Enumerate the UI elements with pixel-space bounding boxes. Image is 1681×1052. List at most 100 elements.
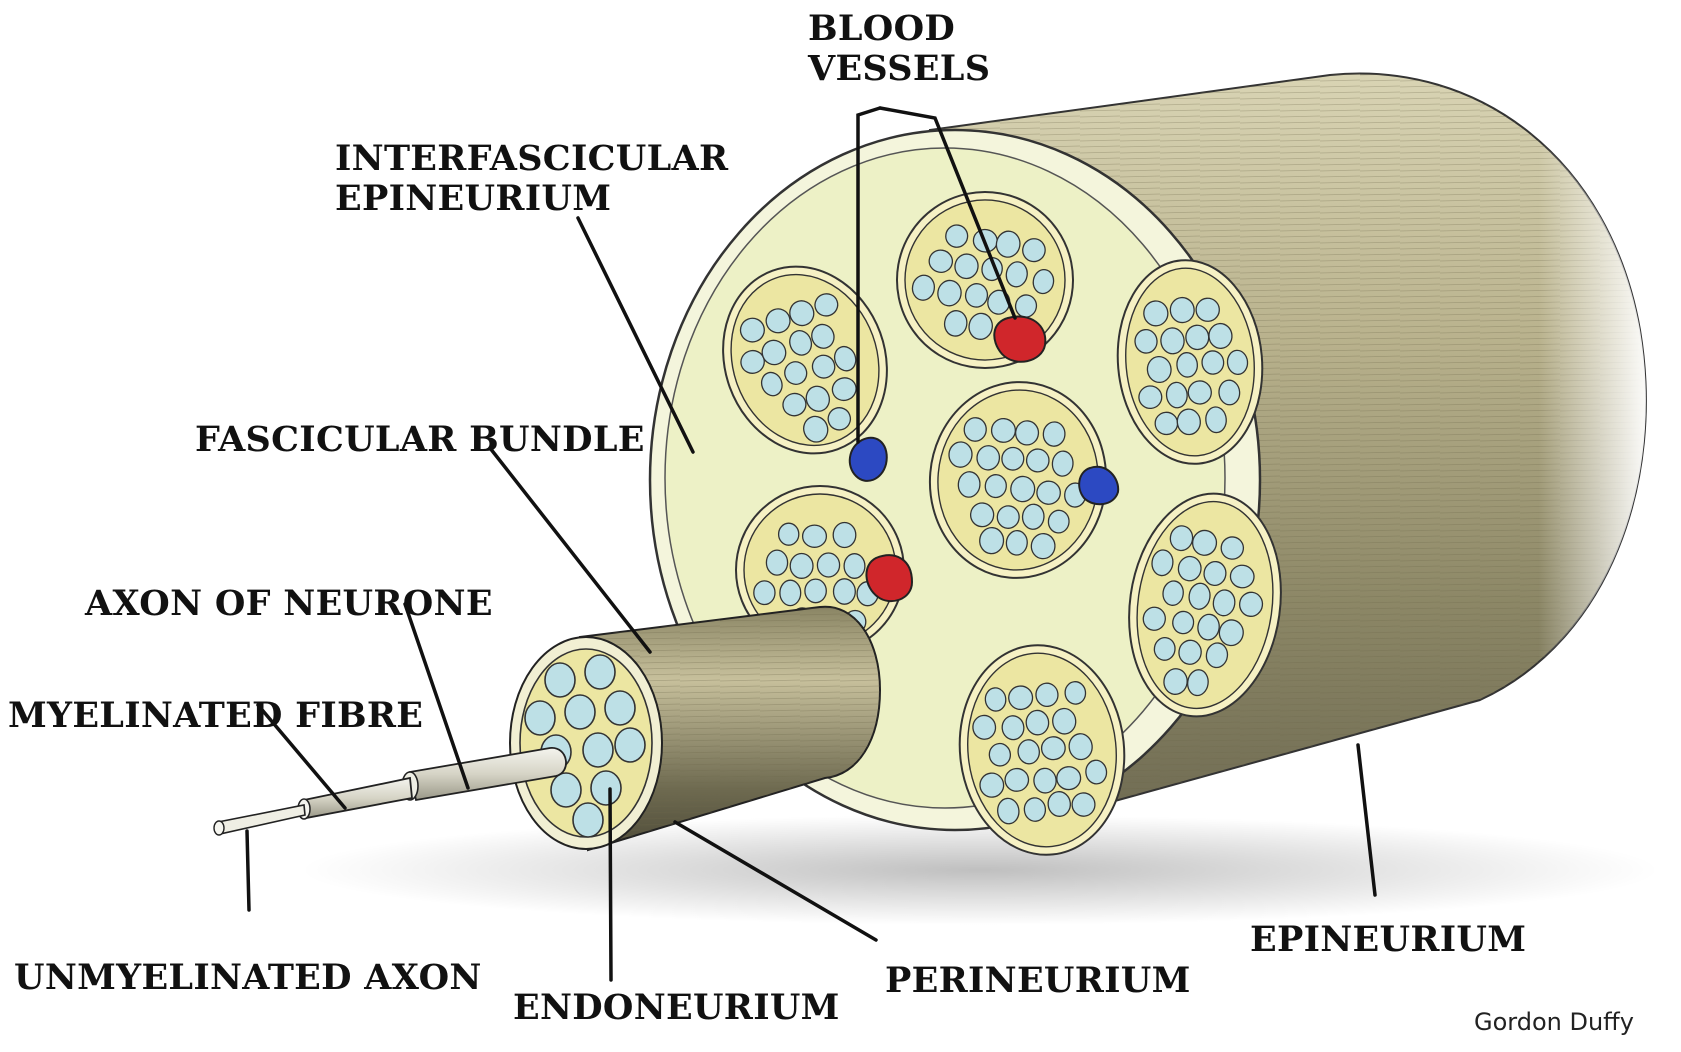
axon-cross-section	[1160, 327, 1185, 355]
fascicle-upper-left	[722, 265, 888, 455]
axon-cross-section	[1001, 446, 1025, 471]
label-perineurium: PERINEURIUM	[885, 960, 1191, 1001]
axon-cross-section	[996, 505, 1020, 529]
leader-epineurium	[1356, 743, 1377, 897]
axon-cross-section	[1036, 480, 1061, 505]
leader-perineurium	[673, 820, 878, 942]
axon-cross-section	[811, 354, 836, 379]
axon-cross-section	[784, 361, 808, 385]
axon-cross-section	[937, 279, 962, 307]
fascicle-lower-right	[1128, 492, 1282, 718]
artery-top	[993, 315, 1047, 363]
label-epineurium: EPINEURIUM	[1250, 919, 1527, 960]
axon-cross-section	[1162, 580, 1184, 606]
axon-cross-section	[1201, 350, 1225, 375]
leader-interfascicular	[576, 216, 695, 454]
axon-cross-section	[984, 687, 1007, 712]
axon-cross-section	[760, 371, 783, 397]
label-vessels: VESSELS	[808, 48, 991, 89]
axon-cross-section	[816, 552, 841, 578]
axon-cross-section	[945, 224, 969, 248]
axon-cross-section	[761, 339, 787, 366]
axon-cross-section	[803, 415, 829, 443]
axon-cross-section	[1146, 355, 1172, 384]
axon-cross-section	[1010, 475, 1036, 503]
leader-endoneurium	[608, 787, 613, 982]
axon-cross-section	[765, 308, 791, 334]
axon-cross-section	[957, 471, 981, 498]
axon-cross-section	[1047, 791, 1072, 817]
artery-bottom	[865, 554, 914, 602]
axon-cross-section	[997, 797, 1020, 825]
leader-axon	[403, 602, 470, 790]
axon-cross-section	[1176, 408, 1201, 436]
axon-cross-section	[1005, 529, 1028, 556]
axon-cross-section	[1229, 564, 1255, 589]
axon-cross-section	[1068, 733, 1093, 761]
endoneurium-axons	[524, 654, 646, 838]
axon-cross-section	[1021, 503, 1045, 530]
axon-cross-section	[779, 579, 802, 607]
label-axon-of-neurone: AXON OF NEURONE	[85, 583, 493, 624]
axon-cross-section	[979, 772, 1005, 798]
bundle-axon	[544, 662, 576, 698]
myelinated-fibre	[303, 776, 413, 820]
bundle-axon	[582, 732, 614, 768]
axon-cross-section	[1022, 238, 1046, 263]
label-endoneurium: ENDONEURIUM	[513, 987, 840, 1028]
axon-cross-section	[1176, 352, 1199, 378]
axon-cross-section	[1203, 560, 1227, 587]
cast-shadow	[300, 815, 1660, 925]
axon-cross-section	[1218, 619, 1244, 647]
axon-cross-section	[801, 524, 828, 548]
axon-cross-section	[1017, 739, 1040, 765]
axon-cross-section	[1153, 636, 1176, 661]
axon-cross-section	[1151, 549, 1174, 577]
axon-cross-section	[928, 249, 954, 274]
axon-cross-section	[1064, 681, 1087, 705]
bundle-axon	[524, 700, 556, 736]
axon-cross-section	[832, 578, 856, 605]
axon-cross-section	[1191, 529, 1218, 556]
axon-cross-section	[1205, 406, 1227, 434]
axon-cross-section	[1056, 766, 1082, 791]
label-interfascicular: INTERFASCICULAR	[335, 138, 729, 179]
axon-cross-section	[1169, 296, 1195, 324]
vein-left	[848, 436, 888, 482]
axon-cross-section	[789, 300, 815, 327]
axon-cross-section	[948, 441, 973, 468]
axon-cross-section	[943, 310, 968, 337]
axon-cross-section	[988, 742, 1012, 767]
axon-cross-section	[1052, 707, 1077, 735]
axon-cross-section	[1051, 450, 1074, 477]
axon-cross-section	[969, 502, 995, 528]
fascicle-upper-right	[1116, 259, 1264, 465]
unmyelinated-axon	[217, 804, 306, 835]
axon-of-neurone	[408, 747, 567, 802]
axon-cross-section	[831, 377, 857, 402]
axon-cross-section	[1165, 381, 1188, 409]
leader-lines	[245, 106, 1377, 982]
axon-cross-section	[811, 323, 835, 349]
axon-cross-section	[1035, 682, 1059, 708]
axon-cross-section	[1220, 536, 1245, 560]
axon-cross-section	[1172, 610, 1195, 635]
axon-cross-section	[1218, 379, 1241, 406]
axon-cross-section	[833, 345, 857, 372]
fascicles	[722, 191, 1282, 856]
axon-cross-section	[968, 312, 993, 340]
axon-cross-section	[805, 385, 831, 412]
axon-cross-section	[1226, 349, 1249, 375]
axon-cross-section	[1071, 792, 1096, 817]
axon-cross-section	[1030, 532, 1056, 560]
axon-cross-section	[789, 552, 814, 579]
leader-blood-vessels-right	[878, 106, 1017, 320]
leader-unmyelinated	[245, 829, 251, 912]
fascicle-bottom	[958, 644, 1126, 856]
bundle-axon	[550, 772, 582, 808]
axon-cross-section	[789, 330, 813, 356]
leader-myelinated	[256, 703, 347, 810]
leader-blood-vessels-left	[856, 106, 882, 444]
axon-cross-section	[1187, 669, 1209, 697]
